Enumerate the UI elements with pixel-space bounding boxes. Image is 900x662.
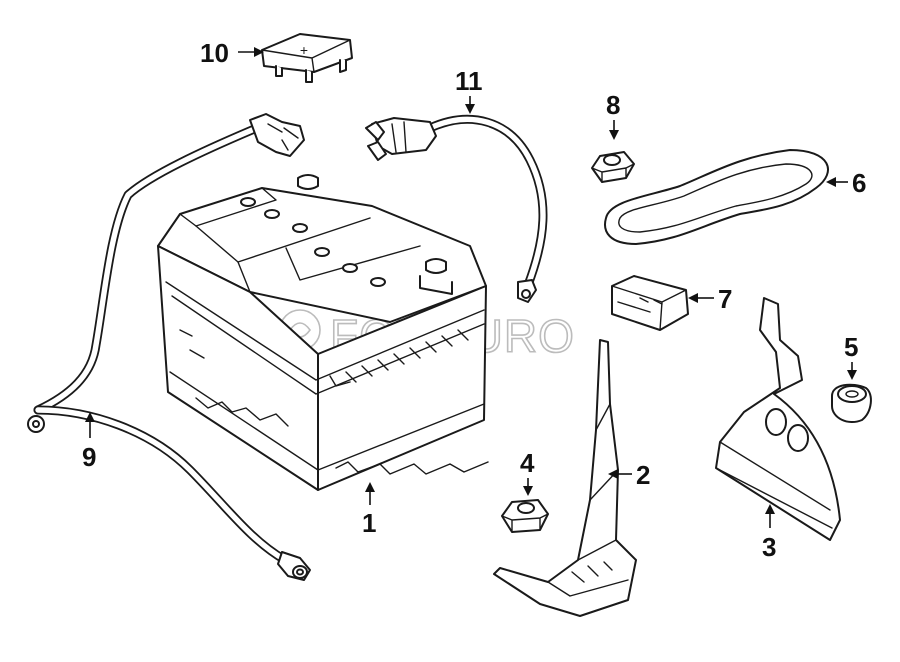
callout-10: 10 bbox=[200, 38, 229, 68]
positive-symbol: + bbox=[300, 42, 308, 58]
part-3-shield bbox=[715, 297, 841, 541]
part-1-battery bbox=[157, 174, 489, 491]
callout-8: 8 bbox=[606, 90, 620, 120]
callout-9: 9 bbox=[82, 442, 96, 472]
callout-3: 3 bbox=[762, 532, 776, 562]
callout-numbers: 10 11 8 6 7 5 2 4 1 3 9 bbox=[82, 38, 866, 562]
callout-4: 4 bbox=[520, 448, 535, 478]
callout-5: 5 bbox=[844, 332, 858, 362]
callout-6: 6 bbox=[852, 168, 866, 198]
part-8-nut bbox=[591, 151, 635, 183]
part-7-pad bbox=[611, 275, 689, 331]
part-2-bracket bbox=[493, 339, 637, 617]
part-4-nut bbox=[501, 499, 549, 533]
part-6-gasket bbox=[604, 149, 829, 245]
callout-1: 1 bbox=[362, 508, 376, 538]
part-11-positive-cable bbox=[365, 114, 548, 303]
part-10-terminal-cover: + bbox=[261, 33, 353, 83]
part-5-grommet bbox=[831, 383, 872, 424]
part-9-ground-cable bbox=[27, 113, 311, 581]
callout-11: 11 bbox=[455, 66, 483, 96]
callout-2: 2 bbox=[636, 460, 650, 490]
callout-leaders bbox=[85, 47, 857, 528]
callout-7: 7 bbox=[718, 284, 732, 314]
